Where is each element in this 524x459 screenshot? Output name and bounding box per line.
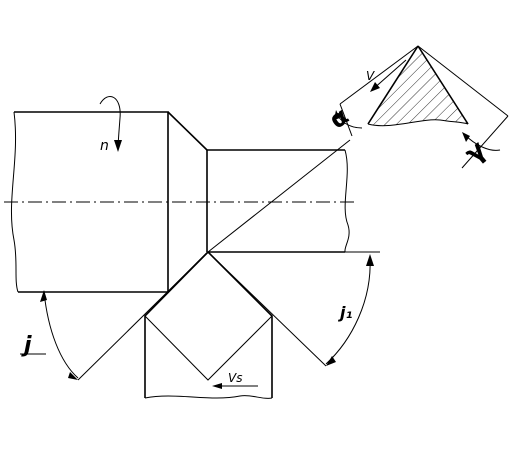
speed-arrow: V [366,59,407,92]
feed-label-vs: Vs [228,371,242,385]
rotation-arrow: n [99,95,122,154]
feed-arrow: Vs [212,371,258,389]
rotation-label-n: n [100,138,109,154]
gamma-label: γ [459,135,492,170]
main-angle-label: j [21,333,32,358]
main-angle-phi: j [20,251,209,381]
workpiece-small-diameter [206,149,350,253]
aux-angle-phi1: j₁ [207,251,380,367]
tool-section [339,45,509,169]
aux-angle-label: j₁ [337,303,353,322]
speed-label-v: V [366,69,375,83]
clearance-angle: α [324,102,363,134]
